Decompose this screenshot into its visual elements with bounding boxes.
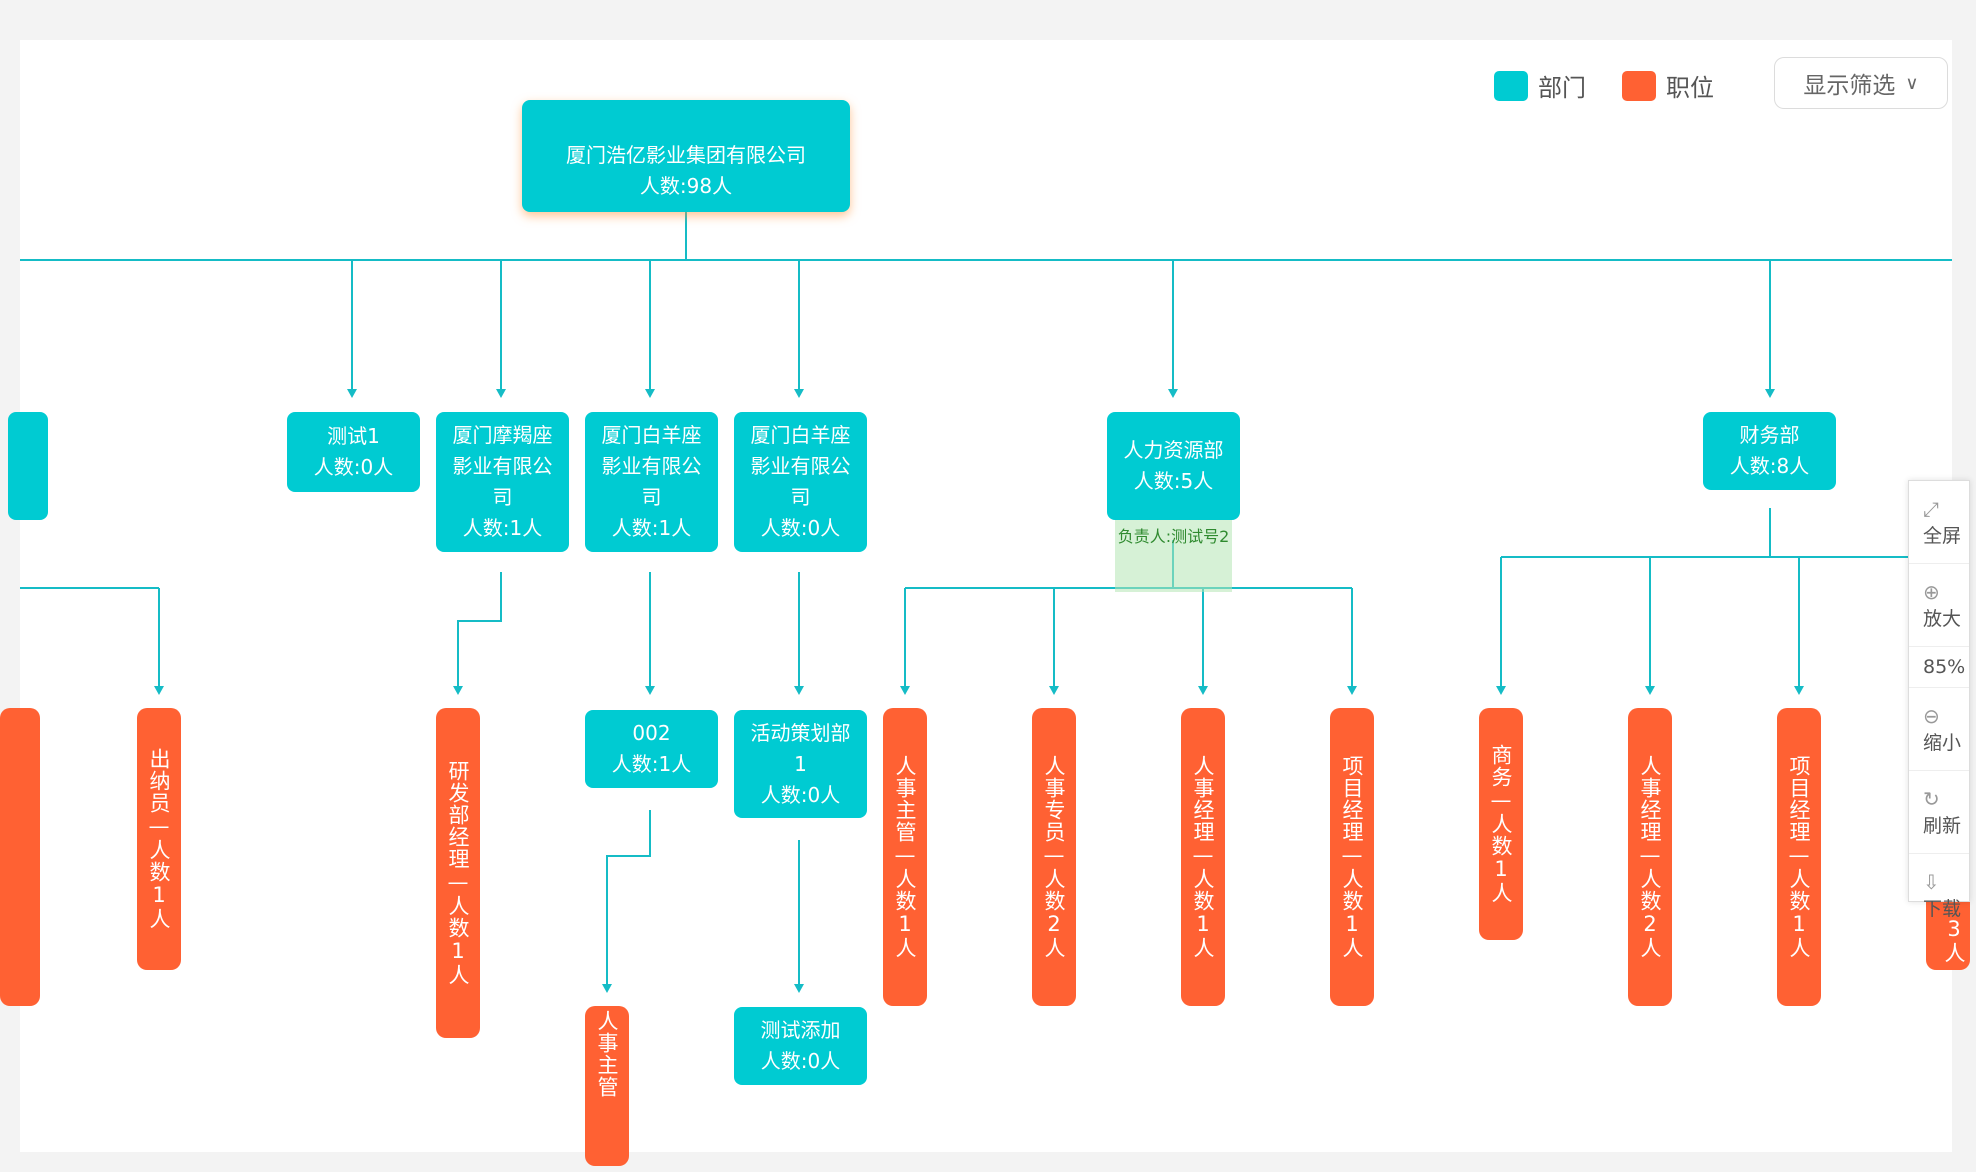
- zoom-level: 85%: [1909, 647, 1969, 688]
- position-label: 项目经理—人数1人: [1340, 755, 1364, 959]
- legend-position: 职位: [1622, 68, 1714, 103]
- node-name: 厦门摩羯座影业有限公司: [452, 423, 553, 509]
- node-name: 厦门浩亿影业集团有限公司: [566, 143, 806, 167]
- department-lead-label: 负责人:测试号2: [1115, 520, 1232, 592]
- department-node-xm-baiyang-2[interactable]: 厦门白羊座影业有限公司 人数:0人: [734, 412, 867, 552]
- fullscreen-icon: ⤢: [1923, 496, 1939, 521]
- position-label: 人事经理—人数1人: [1191, 755, 1215, 959]
- position-label: 出纳员—人数1人: [147, 748, 171, 930]
- zoom-out-button[interactable]: ⊖ 缩小: [1909, 688, 1969, 771]
- download-button[interactable]: ⇩ 下载: [1909, 854, 1969, 936]
- download-label: 下载: [1923, 897, 1962, 920]
- legend-department-label: 部门: [1538, 74, 1586, 102]
- position-label: 项目经理—人数1人: [1787, 755, 1811, 959]
- node-count: 人数:0人: [760, 1049, 841, 1073]
- position-label: 人事专员—人数2人: [1042, 755, 1066, 959]
- refresh-label: 刷新: [1923, 814, 1962, 837]
- position-color-swatch: [1622, 70, 1656, 101]
- department-node-event-planning[interactable]: 活动策划部1 人数:0人: [734, 710, 867, 818]
- position-node-finance-hr-manager[interactable]: 人事经理—人数2人: [1628, 708, 1672, 1006]
- department-node-xm-baiyang-1[interactable]: 厦门白羊座影业有限公司 人数:1人: [585, 412, 718, 552]
- node-name: 活动策划部1: [750, 720, 851, 776]
- zoom-out-icon: ⊖: [1923, 703, 1940, 728]
- position-node-hr-manager[interactable]: 人事经理—人数1人: [1181, 708, 1225, 1006]
- department-node-finance[interactable]: 财务部 人数:8人: [1703, 412, 1836, 490]
- legend-position-label: 职位: [1666, 74, 1714, 102]
- node-count: 人数:0人: [760, 516, 841, 540]
- node-name: 财务部: [1739, 423, 1800, 447]
- zoom-in-icon: ⊕: [1923, 579, 1940, 604]
- node-name: 厦门白羊座影业有限公司: [750, 423, 851, 509]
- node-name: 测试添加: [760, 1018, 841, 1042]
- position-node-finance-project-manager[interactable]: 项目经理—人数1人: [1777, 708, 1821, 1006]
- node-name: 002: [632, 721, 671, 745]
- position-node-cashier[interactable]: 出纳员—人数1人: [137, 708, 181, 970]
- node-name: 测试1: [327, 424, 380, 448]
- node-count: 人数:1人: [462, 516, 543, 540]
- position-label: 人事主管: [595, 1010, 619, 1098]
- position-node-business[interactable]: 商务—人数1人: [1479, 708, 1523, 940]
- chart-toolbar: ⤢ 全屏 ⊕ 放大 85% ⊖ 缩小 ↻ 刷新 ⇩ 下载: [1908, 480, 1970, 920]
- zoom-in-button[interactable]: ⊕ 放大: [1909, 564, 1969, 647]
- zoom-out-label: 缩小: [1923, 731, 1962, 754]
- refresh-icon: ↻: [1923, 786, 1940, 811]
- node-count: 人数:5人: [1133, 469, 1214, 493]
- position-label: 人事主管—人数1人: [893, 755, 917, 959]
- node-count: 人数:98人: [639, 174, 733, 198]
- node-count: 人数:1人: [611, 516, 692, 540]
- node-count: 人数:8人: [1729, 454, 1810, 478]
- display-filter-dropdown[interactable]: 显示筛选 ∨: [1774, 57, 1948, 109]
- root-company-node[interactable]: 厦门浩亿影业集团有限公司 人数:98人: [522, 100, 850, 212]
- chevron-down-icon: ∨: [1905, 72, 1919, 94]
- position-node-project-manager[interactable]: 项目经理—人数1人: [1330, 708, 1374, 1006]
- fullscreen-button[interactable]: ⤢ 全屏: [1909, 481, 1969, 564]
- node-count: 人数:1人: [611, 752, 692, 776]
- filter-label: 显示筛选: [1803, 73, 1896, 99]
- position-label: 3人: [1942, 917, 1966, 964]
- position-node-partial[interactable]: [0, 708, 40, 1006]
- department-node-xm-mojie[interactable]: 厦门摩羯座影业有限公司 人数:1人: [436, 412, 569, 552]
- position-label: 人事经理—人数2人: [1638, 755, 1662, 959]
- position-node-hr-supervisor[interactable]: 人事主管—人数1人: [883, 708, 927, 1006]
- position-label: 研发部经理—人数1人: [446, 760, 470, 986]
- fullscreen-label: 全屏: [1923, 524, 1962, 547]
- org-chart-canvas[interactable]: 部门 职位 显示筛选 ∨ 厦门浩亿影业集团有限公司 人数:98人 测试1 人数:…: [0, 40, 1970, 1166]
- node-name: 厦门白羊座影业有限公司: [601, 423, 702, 509]
- department-color-swatch: [1494, 70, 1528, 101]
- department-node-002[interactable]: 002 人数:1人: [585, 710, 718, 788]
- department-node-partial[interactable]: [8, 412, 48, 520]
- legend-department: 部门: [1494, 68, 1586, 103]
- position-label: 商务—人数1人: [1489, 744, 1513, 904]
- position-node-rd-manager[interactable]: 研发部经理—人数1人: [436, 708, 480, 1038]
- department-node-test-add[interactable]: 测试添加 人数:0人: [734, 1007, 867, 1085]
- department-node-hr[interactable]: 人力资源部 人数:5人: [1107, 412, 1240, 520]
- zoom-in-label: 放大: [1923, 607, 1962, 630]
- node-count: 人数:0人: [760, 782, 841, 807]
- position-node-hr-supervisor-bottom[interactable]: 人事主管: [585, 1006, 629, 1166]
- department-node-test1[interactable]: 测试1 人数:0人: [287, 412, 420, 492]
- node-count: 人数:0人: [313, 455, 394, 479]
- position-node-hr-specialist[interactable]: 人事专员—人数2人: [1032, 708, 1076, 1006]
- refresh-button[interactable]: ↻ 刷新: [1909, 771, 1969, 854]
- node-name: 人力资源部: [1123, 438, 1224, 462]
- download-icon: ⇩: [1923, 869, 1940, 894]
